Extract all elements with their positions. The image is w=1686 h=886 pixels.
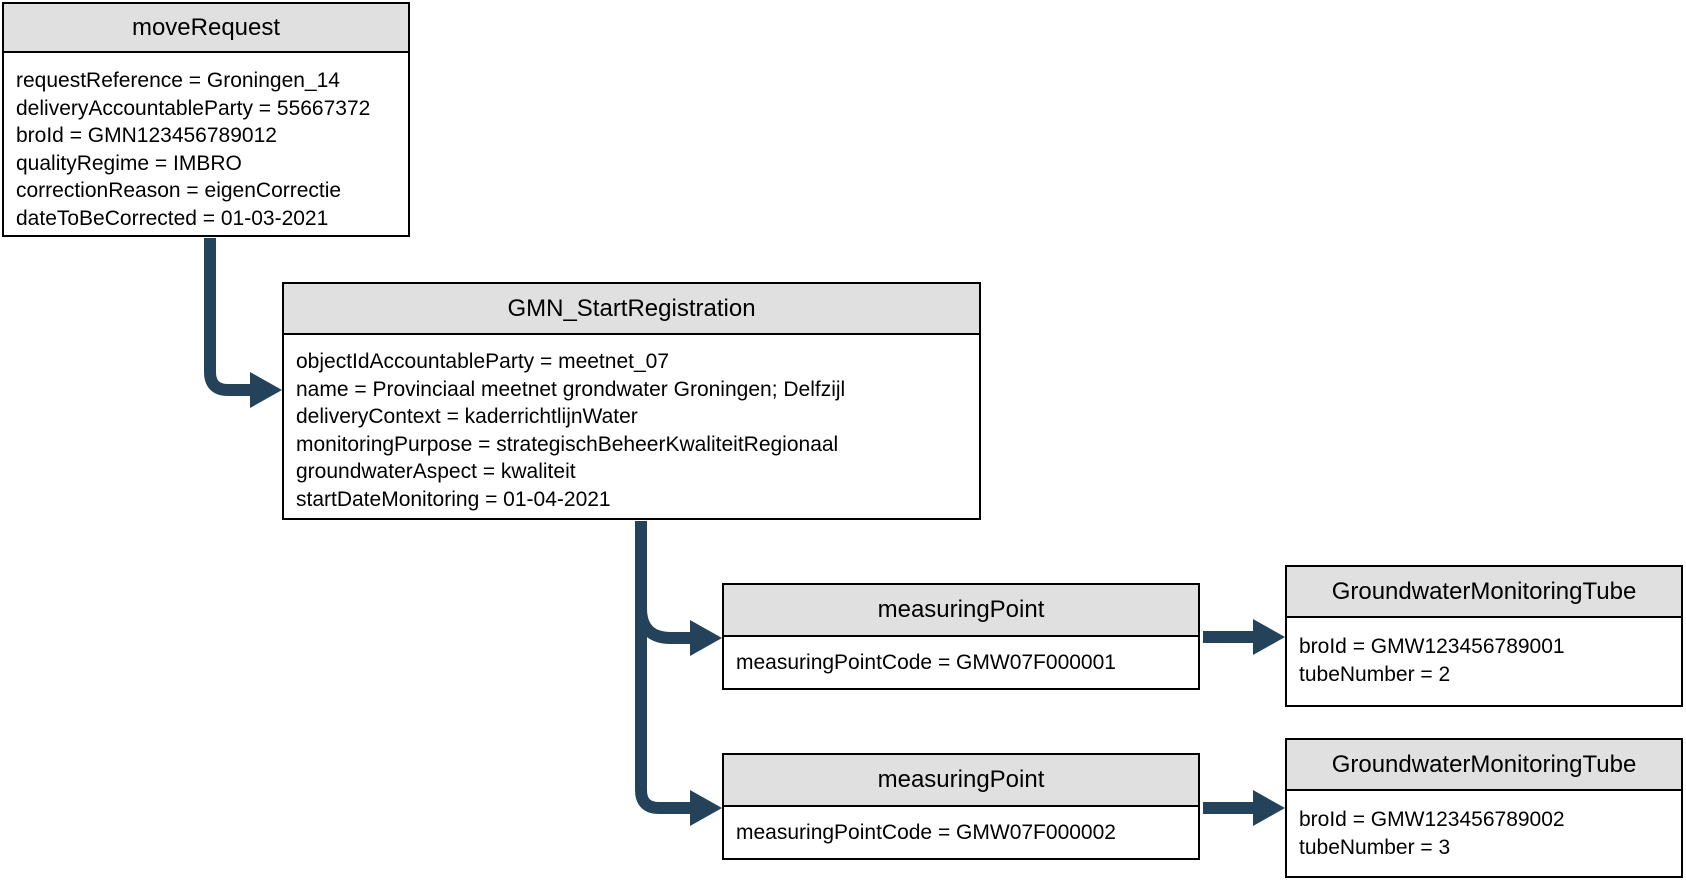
attribute-line: tubeNumber = 3	[1299, 835, 1451, 859]
attribute-line: qualityRegime = IMBRO	[16, 151, 242, 175]
attribute-line: objectIdAccountableParty = meetnet_07	[296, 350, 669, 373]
box-title-text: GroundwaterMonitoringTube	[1331, 577, 1637, 605]
box-title: moveRequest	[4, 4, 408, 53]
attribute-line: name = Provinciaal meetnet grondwater Gr…	[296, 377, 846, 401]
box-attributes: broId = GMW123456789001 tubeNumber = 2	[1287, 618, 1681, 705]
arrowhead-moverequest-to-gmn	[250, 372, 282, 408]
attribute-line: correctionReason = eigenCorrectie	[16, 179, 342, 202]
attribute-line: monitoringPurpose = strategischBeheerKwa…	[296, 432, 839, 456]
attribute-line: tubeNumber = 2	[1299, 662, 1451, 686]
attribute-line: deliveryAccountableParty = 55667372	[16, 96, 371, 120]
box-title: GMN_StartRegistration	[284, 284, 979, 335]
class-box-move-request: moveRequest requestReference = Groningen…	[2, 2, 410, 237]
box-attributes: measuringPointCode = GMW07F000001	[724, 637, 1198, 688]
class-box-groundwater-monitoring-tube-2: GroundwaterMonitoringTube broId = GMW123…	[1285, 738, 1683, 878]
arrowhead-gmn-to-measuringpoint-1	[690, 620, 722, 656]
box-attributes: objectIdAccountableParty = meetnet_07 na…	[284, 335, 979, 518]
arrowhead-measuringpoint2-to-tube2	[1253, 790, 1285, 826]
attribute-line: broId = GMW123456789001	[1299, 635, 1565, 658]
class-box-groundwater-monitoring-tube-1: GroundwaterMonitoringTube broId = GMW123…	[1285, 565, 1683, 707]
class-box-measuring-point-2: measuringPoint measuringPointCode = GMW0…	[722, 753, 1200, 860]
attribute-line: deliveryContext = kaderrichtlijnWater	[296, 405, 638, 428]
box-title: GroundwaterMonitoringTube	[1287, 740, 1681, 791]
box-title: GroundwaterMonitoringTube	[1287, 567, 1681, 618]
connector-moverequest-to-gmn	[204, 238, 250, 396]
attribute-line: groundwaterAspect = kwaliteit	[296, 460, 576, 483]
class-box-measuring-point-1: measuringPoint measuringPointCode = GMW0…	[722, 583, 1200, 690]
attribute-line: startDateMonitoring = 01-04-2021	[296, 487, 611, 511]
box-title-text: moveRequest	[131, 13, 281, 41]
connector-gmn-trunk	[635, 521, 690, 814]
arrowhead-measuringpoint1-to-tube1	[1253, 619, 1285, 655]
box-attributes: broId = GMW123456789002 tubeNumber = 3	[1287, 791, 1681, 876]
box-attributes: measuringPointCode = GMW07F000002	[724, 807, 1198, 858]
connector-gmn-to-measuringpoint-1	[635, 607, 690, 644]
box-title-text: GroundwaterMonitoringTube	[1331, 750, 1637, 778]
box-title-text: measuringPoint	[877, 766, 1045, 793]
attribute-line: requestReference = Groningen_14	[16, 69, 340, 92]
attribute-line: broId = GMW123456789002	[1299, 808, 1565, 831]
box-title: measuringPoint	[724, 755, 1198, 807]
box-title-text: measuringPoint	[877, 596, 1045, 623]
attribute-line: broId = GMN123456789012	[16, 124, 277, 147]
attribute-line: dateToBeCorrected = 01-03-2021	[16, 206, 329, 230]
box-attributes: requestReference = Groningen_14 delivery…	[4, 53, 408, 235]
attribute-line: measuringPointCode = GMW07F000001	[736, 650, 1116, 674]
attribute-line: measuringPointCode = GMW07F000002	[736, 820, 1116, 844]
box-title-text: GMN_StartRegistration	[507, 294, 756, 322]
box-title: measuringPoint	[724, 585, 1198, 637]
class-box-gmn-start-registration: GMN_StartRegistration objectIdAccountabl…	[282, 282, 981, 520]
arrowhead-gmn-to-measuringpoint-2	[690, 790, 722, 826]
